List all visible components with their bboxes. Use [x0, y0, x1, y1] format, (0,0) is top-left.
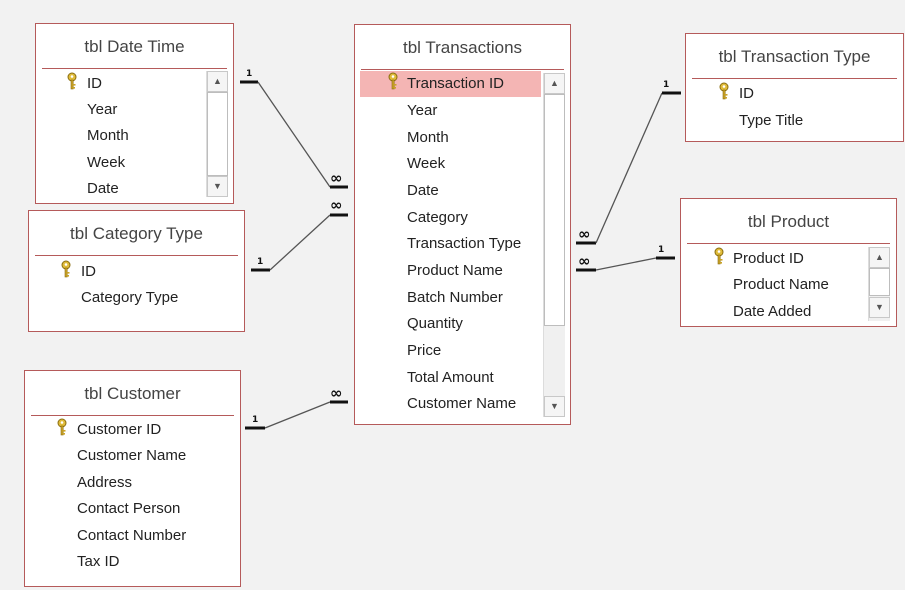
key-icon [388, 72, 398, 90]
table-title: tbl Product [747, 212, 830, 231]
scroll-down-arrow-icon[interactable]: ▼ [207, 176, 228, 197]
vertical-scrollbar[interactable]: ▲ ▼ [206, 71, 228, 197]
relationship-many-label: ∞ [330, 196, 343, 214]
scroll-up-arrow-icon[interactable]: ▲ [207, 71, 228, 92]
field-row[interactable]: Customer Name [407, 395, 517, 412]
relationship-one-label: 1 [663, 80, 669, 90]
table-title: tbl Customer [84, 384, 181, 403]
title-divider [31, 415, 234, 416]
table-customer[interactable]: tbl Customer Customer ID Customer Name A… [24, 370, 241, 587]
relationship-one-label: 1 [246, 69, 252, 79]
field-row[interactable]: Customer ID [77, 421, 162, 438]
table-title: tbl Transactions [402, 38, 523, 57]
field-row[interactable]: ID [739, 85, 754, 102]
relationship-category-transactions[interactable]: 1 ∞ [251, 196, 348, 272]
key-icon [57, 418, 67, 436]
field-row[interactable]: Year [87, 101, 118, 118]
field-row[interactable]: ID [81, 263, 96, 280]
relationship-one-label: 1 [257, 257, 263, 267]
relationship-many-label: ∞ [578, 252, 591, 270]
key-icon [719, 82, 729, 100]
table-transactions[interactable]: tbl Transactions Transaction ID Year Mon… [354, 24, 571, 425]
relationship-customer-transactions[interactable]: 1 ∞ [245, 384, 348, 430]
table-date-time[interactable]: tbl Date Time ID Year Month Week Date ▲ … [35, 23, 234, 204]
vertical-scrollbar[interactable]: ▲ ▼ [543, 73, 565, 417]
table-title: tbl Category Type [70, 224, 203, 243]
field-row[interactable]: Category [407, 209, 468, 226]
table-category-type[interactable]: tbl Category Type ID Category Type [28, 210, 245, 332]
field-row[interactable]: Week [87, 154, 126, 171]
field-row[interactable]: Quantity [407, 315, 463, 332]
field-row[interactable]: Price [407, 342, 442, 359]
title-divider [692, 78, 897, 79]
relationship-many-label: ∞ [330, 169, 343, 187]
vertical-scrollbar[interactable]: ▲ ▼ [868, 247, 890, 321]
field-row[interactable]: Date Added [733, 303, 812, 320]
relationship-transactions-transactiontype[interactable]: ∞ 1 [576, 80, 681, 245]
table-transaction-type[interactable]: tbl Transaction Type ID Type Title [685, 33, 904, 142]
title-divider [35, 255, 238, 256]
scroll-up-arrow-icon[interactable]: ▲ [869, 247, 890, 268]
field-row[interactable]: Month [87, 127, 129, 144]
key-icon [61, 260, 71, 278]
field-row[interactable]: Contact Person [77, 500, 181, 517]
relationship-many-label: ∞ [578, 225, 591, 243]
table-title: tbl Date Time [84, 37, 185, 56]
relationship-datetime-transactions[interactable]: 1 ∞ [240, 69, 348, 189]
field-row[interactable]: Month [407, 129, 449, 146]
field-row[interactable]: Category Type [81, 289, 179, 306]
scroll-thumb[interactable] [544, 94, 565, 326]
field-row[interactable]: Customer Name [77, 447, 187, 464]
field-row[interactable]: Address [77, 474, 133, 491]
title-divider [687, 243, 890, 244]
field-row[interactable]: Batch Number [407, 289, 503, 306]
relationship-transactions-product[interactable]: ∞ 1 [576, 245, 675, 272]
scroll-down-arrow-icon[interactable]: ▼ [869, 297, 890, 318]
field-row[interactable]: Week [407, 155, 446, 172]
table-product[interactable]: tbl Product Product ID Product Name Date… [680, 198, 897, 327]
field-row[interactable]: Tax ID [77, 553, 120, 570]
relationship-one-label: 1 [252, 415, 258, 425]
field-row[interactable]: Date [407, 182, 439, 199]
title-divider [361, 69, 564, 70]
field-row[interactable]: Total Amount [407, 369, 494, 386]
scroll-down-arrow-icon[interactable]: ▼ [544, 396, 565, 417]
field-row[interactable]: Product ID [733, 250, 804, 267]
field-row[interactable]: Date [87, 180, 119, 197]
table-title: tbl Transaction Type [718, 47, 871, 66]
relationship-many-label: ∞ [330, 384, 343, 402]
scroll-up-arrow-icon[interactable]: ▲ [544, 73, 565, 94]
title-divider [42, 68, 227, 69]
field-row[interactable]: Transaction Type [407, 235, 522, 252]
field-row[interactable]: Year [407, 102, 438, 119]
field-row[interactable]: Transaction ID [407, 75, 504, 92]
key-icon [714, 247, 724, 265]
field-row[interactable]: Product Name [407, 262, 503, 279]
key-icon [67, 72, 77, 90]
scroll-thumb[interactable] [207, 92, 228, 176]
field-row[interactable]: ID [87, 75, 102, 92]
field-row[interactable]: Product Name [733, 276, 829, 293]
scroll-thumb[interactable] [869, 268, 890, 296]
relationship-one-label: 1 [658, 245, 664, 255]
field-row[interactable]: Type Title [739, 112, 804, 129]
field-row[interactable]: Contact Number [77, 527, 187, 544]
